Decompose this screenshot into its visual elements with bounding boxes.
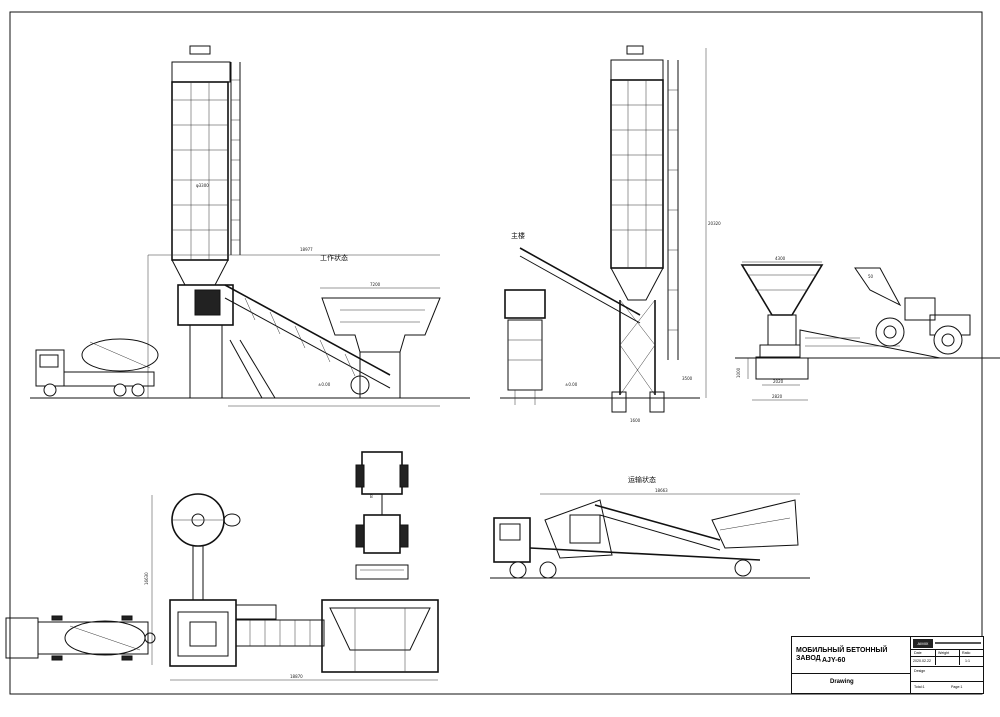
- ratio-value: 1:1: [965, 659, 970, 663]
- dim-small-1: 1600: [630, 418, 641, 423]
- values-row: 2020.02.22 1:1: [911, 656, 983, 666]
- mixer-truck-left: [35, 338, 159, 397]
- design-label: Design: [914, 669, 926, 673]
- plan-view: 16630 18870: [5, 493, 439, 681]
- total-row: Total:1 Page:1: [911, 681, 983, 692]
- wheel-loader: 50: [854, 267, 971, 355]
- page-label: Page:1: [951, 685, 963, 689]
- title-block-info: AIMIX Date Weight Ratio 2020.02.22 1:1 D…: [911, 637, 983, 693]
- date-value: 2020.02.22: [913, 659, 931, 663]
- main-building-side-view: 20320 3500 主楼 ±0.00 1600: [500, 45, 721, 423]
- title-block: МОБИЛЬНЫЙ БЕТОННЫЙ ЗАВОД AJY-60 Drawing …: [791, 636, 984, 694]
- company-logo: AIMIX: [913, 639, 933, 648]
- label-level-zero-2: ±0.00: [565, 382, 578, 387]
- drawing-label: Drawing: [830, 679, 854, 685]
- dim-transport-length: 18663: [655, 488, 668, 493]
- silo-left: φ3300: [171, 45, 241, 286]
- company-name-line: [935, 642, 981, 644]
- label-transport-state: 运输状态: [628, 475, 656, 484]
- dim-hopper-width: 4300: [775, 256, 786, 261]
- dim-plan-height: 16630: [144, 572, 149, 585]
- loader-marker: B: [370, 494, 373, 499]
- label-working-state: 工作状态: [320, 253, 348, 262]
- sheet-frame: [9, 11, 983, 695]
- silo-label: φ3300: [196, 183, 209, 188]
- design-row: Design: [911, 666, 983, 676]
- project-name: МОБИЛЬНЫЙ БЕТОННЫЙ ЗАВОД: [796, 647, 888, 662]
- working-state-elevation: φ3300 18977 7200 工作状态 ±0.00: [30, 45, 470, 407]
- label-main-building: 主楼: [511, 231, 525, 240]
- hopper-loader-view: 50 4300 2020 2820 1000: [735, 256, 1000, 401]
- title-block-project: МОБИЛЬНЫЙ БЕТОННЫЙ ЗАВОД AJY-60: [792, 637, 911, 674]
- total-label: Total:1: [914, 685, 925, 689]
- dim-conveyor-span: 7200: [370, 282, 381, 287]
- dim-total-length: 18977: [300, 247, 313, 252]
- dim-plan-length: 18870: [290, 674, 303, 679]
- project-model: AJY-60: [822, 657, 846, 664]
- dim-hopper-depth: 1000: [736, 367, 741, 378]
- dim-main-height: 20320: [708, 221, 721, 226]
- dim-pit-depth: 3500: [682, 376, 693, 381]
- dim-hopper-outer: 2820: [772, 394, 783, 399]
- col-date: Date: [914, 651, 922, 655]
- col-ratio: Ratio: [962, 651, 971, 655]
- title-block-drawing-cell: Drawing: [792, 673, 911, 693]
- label-level-zero-1: ±0.00: [318, 382, 331, 387]
- loader-angle: 50: [868, 274, 874, 279]
- loader-top-view: B: [355, 451, 409, 580]
- transport-state-view: 18663 运输状态: [490, 475, 810, 579]
- col-weight: Weight: [938, 651, 950, 655]
- dim-hopper-base: 2020: [773, 379, 784, 384]
- mixer-truck-plan: [5, 615, 156, 661]
- header-row: Date Weight Ratio: [911, 649, 983, 656]
